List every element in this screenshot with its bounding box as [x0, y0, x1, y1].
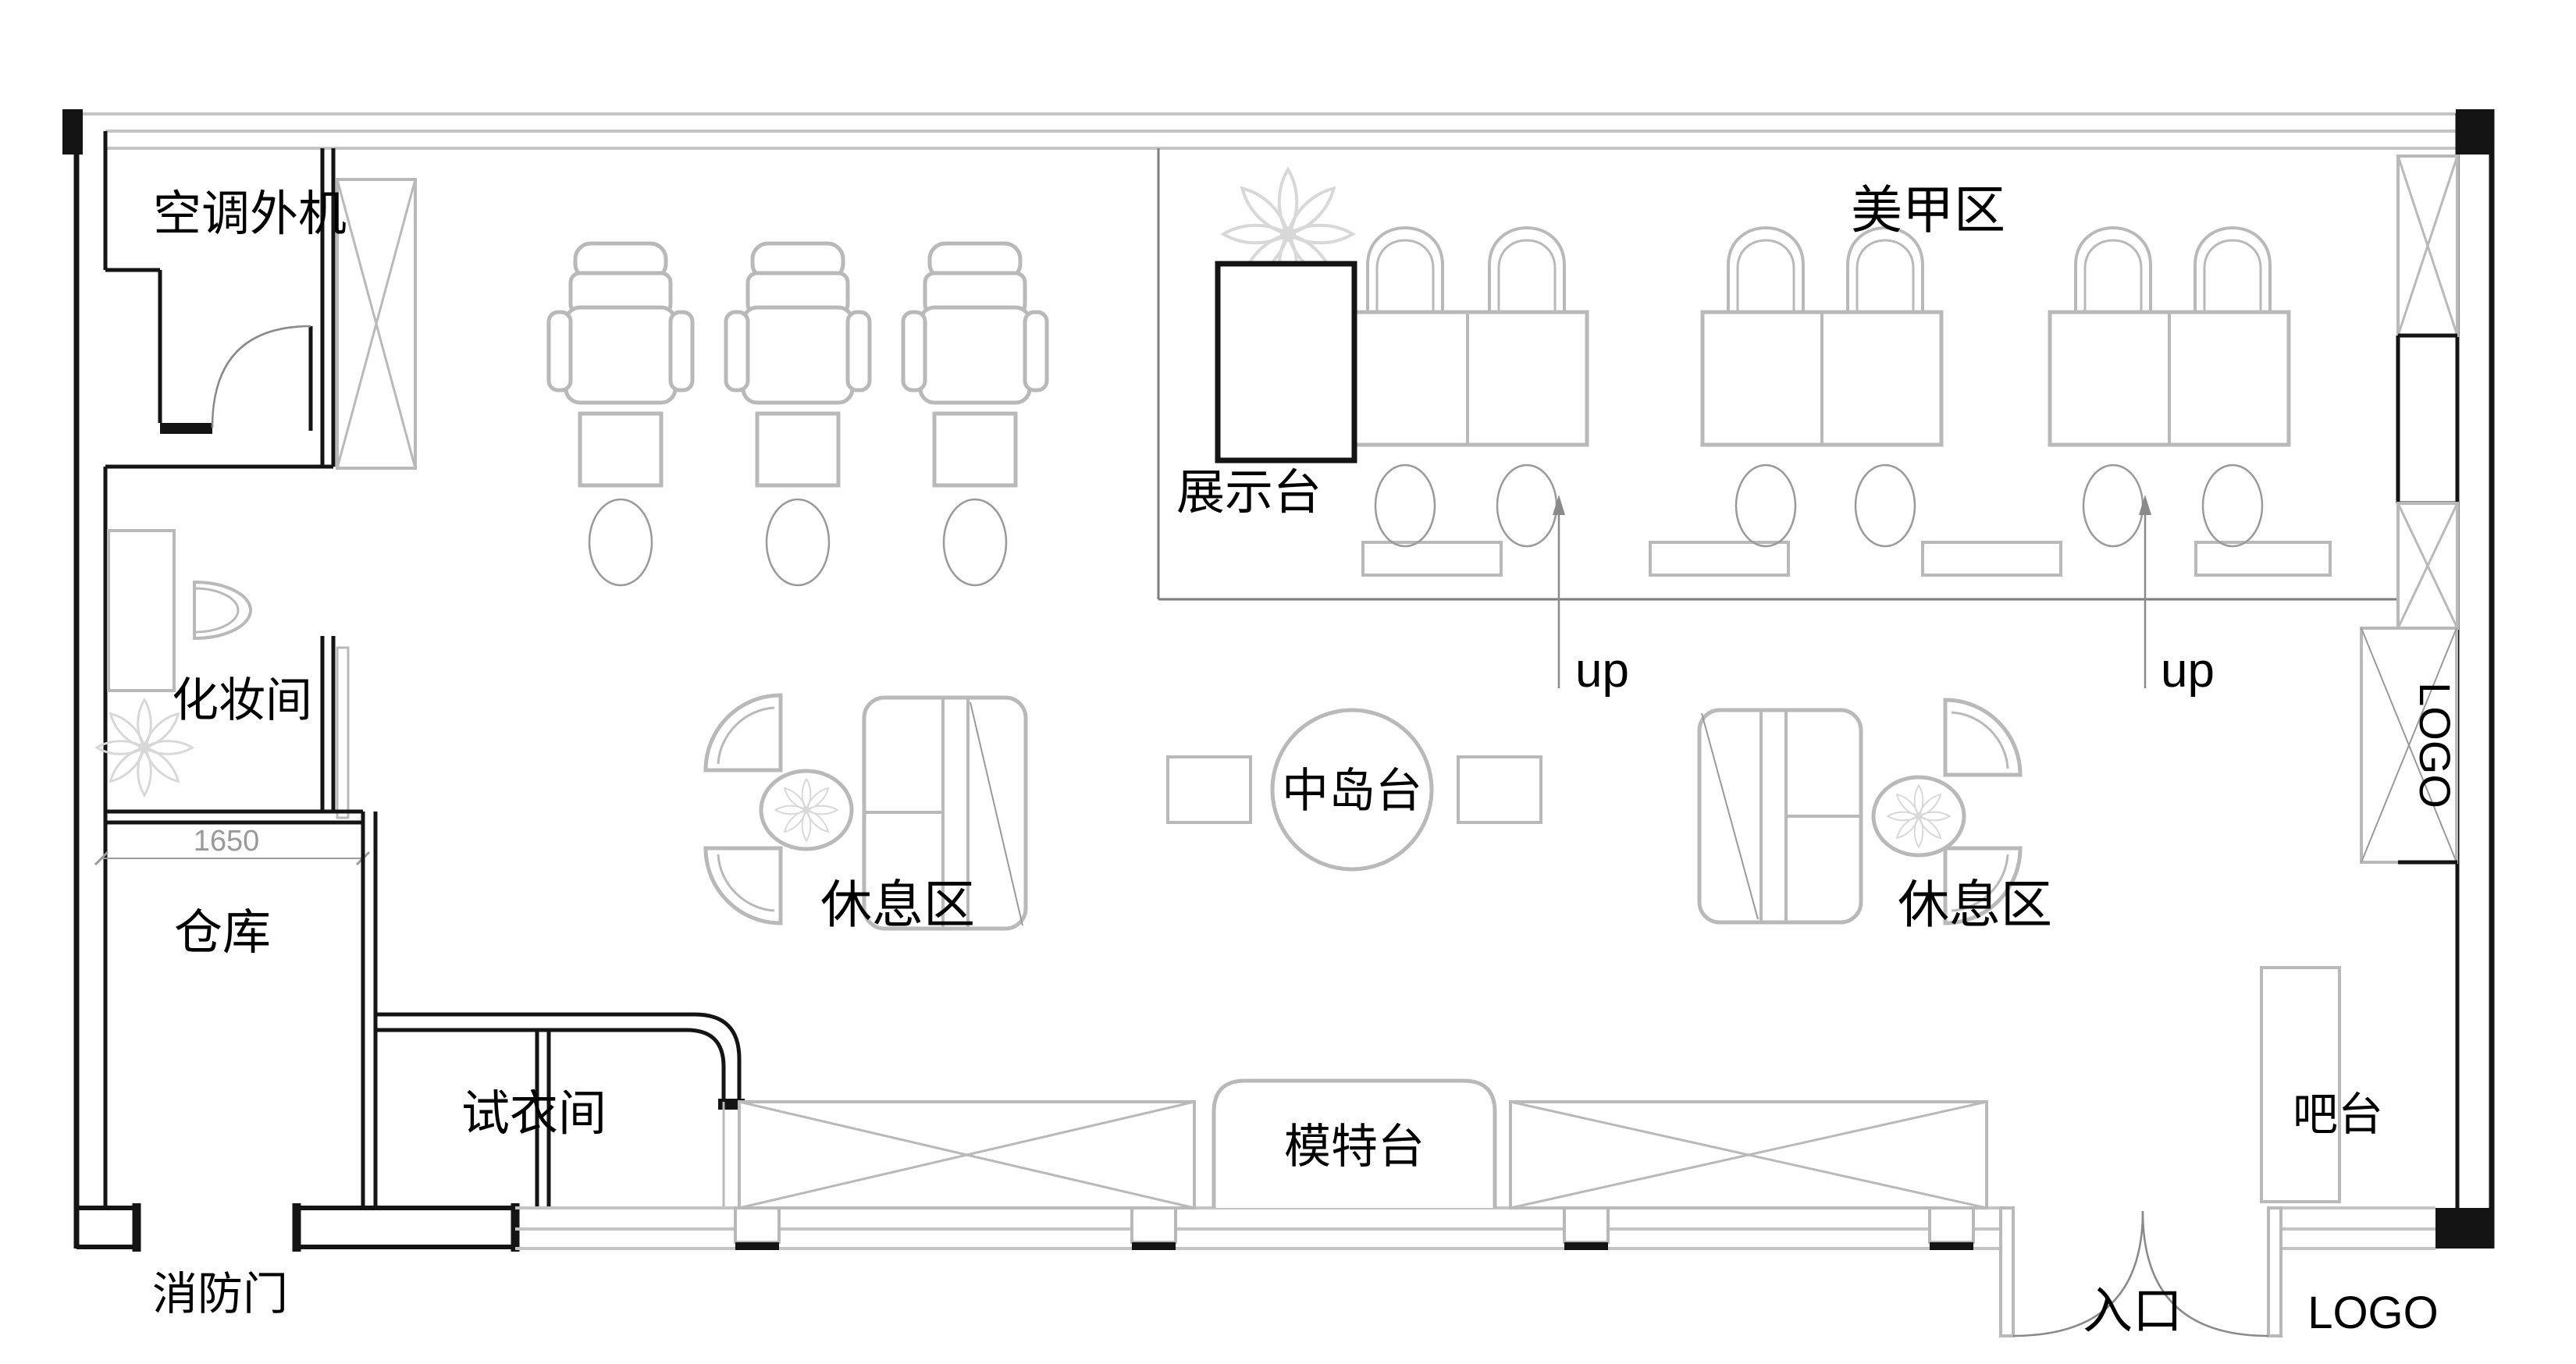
label-display-stand: 展示台 — [1176, 466, 1322, 520]
center-island — [1166, 708, 1542, 872]
island-side-table — [1457, 755, 1542, 824]
bottom-right-wall-corner — [2435, 1208, 2493, 1249]
label-logo-side: LOGO — [2411, 682, 2460, 808]
room-divider — [94, 809, 371, 866]
mullion-post — [1130, 1206, 1177, 1252]
lounge-left — [706, 695, 1028, 931]
curtain-track-outer — [377, 1012, 742, 1102]
step-strip — [1921, 541, 2062, 577]
fitting-room — [377, 1012, 745, 1208]
mullion-post — [734, 1206, 781, 1252]
model-stage — [1212, 1078, 1497, 1208]
logo-display-box — [2360, 627, 2458, 864]
label-fitting-room: 试衣间 — [461, 1087, 607, 1141]
ac-niche-walls — [103, 131, 336, 469]
vanity-chair — [193, 580, 252, 641]
up-arrow-left — [1553, 495, 1565, 688]
wall-cabinet — [336, 178, 417, 470]
warehouse-walls — [361, 812, 378, 1208]
display-stand — [1215, 261, 1357, 464]
step-strip — [1649, 541, 1790, 577]
step-strip — [2194, 541, 2332, 577]
nail-station — [2048, 226, 2291, 548]
lounge-right — [1697, 700, 2020, 925]
sofa — [862, 695, 1028, 931]
right-wall-features — [2360, 155, 2459, 865]
nail-stations — [1346, 226, 2291, 548]
door-swing-arc — [211, 325, 311, 428]
curtain-track-inner — [377, 1028, 726, 1102]
dimension-tick — [94, 851, 109, 866]
sofa — [1697, 708, 1863, 925]
display-window — [1509, 1100, 1988, 1209]
window-column — [2396, 155, 2459, 337]
label-bar-counter: 吧台 — [2293, 1089, 2383, 1140]
door-leaf-left — [1999, 1206, 2015, 1337]
step-strip — [1361, 541, 1503, 577]
top-left-wall-cap — [62, 109, 83, 155]
label-model-stage: 模特台 — [1284, 1121, 1425, 1173]
label-fire-door: 消防门 — [152, 1269, 288, 1320]
display-window — [738, 1100, 1196, 1209]
door-stub-wall — [160, 423, 212, 434]
label-lounge-right: 休息区 — [1898, 876, 2052, 933]
island-side-table — [1166, 755, 1252, 824]
window-column — [2396, 502, 2459, 630]
label-entrance: 入口 — [2083, 1283, 2183, 1339]
island-table — [1270, 708, 1434, 872]
label-makeup-room: 化妆间 — [172, 674, 312, 726]
bar-counter — [2260, 966, 2341, 1203]
label-center-island: 中岛台 — [1282, 765, 1422, 817]
up-arrow-right — [2139, 495, 2151, 688]
mullion-post — [1563, 1206, 1610, 1252]
label-up-left: up — [1575, 644, 1629, 698]
label-warehouse: 仓库 — [174, 906, 271, 960]
door-swing-arc — [2141, 1210, 2269, 1337]
wall-mirror — [336, 646, 350, 819]
label-logo-front: LOGO — [2307, 1288, 2439, 1338]
nail-area-platform — [1157, 148, 2457, 601]
door-swing-arc — [2012, 1210, 2144, 1337]
label-lounge-left: 休息区 — [820, 876, 975, 933]
makeup-room — [97, 529, 350, 819]
outer-walls — [62, 109, 2495, 1249]
nail-station — [1346, 226, 1589, 548]
mullion-post — [1928, 1206, 1975, 1252]
vanity-counter — [107, 529, 176, 692]
label-up-right: up — [2161, 644, 2215, 698]
label-ac-outdoor-unit: 空调外机 — [153, 187, 347, 241]
top-right-wall-cap — [2456, 109, 2493, 155]
window-displays — [738, 1078, 1988, 1209]
entrance-door — [1999, 1206, 2282, 1337]
label-nail-area: 美甲区 — [1851, 181, 2005, 239]
door-leaf-right — [2267, 1206, 2282, 1337]
nail-station — [1700, 226, 1944, 548]
label-dimension-1650: 1650 — [194, 825, 260, 858]
